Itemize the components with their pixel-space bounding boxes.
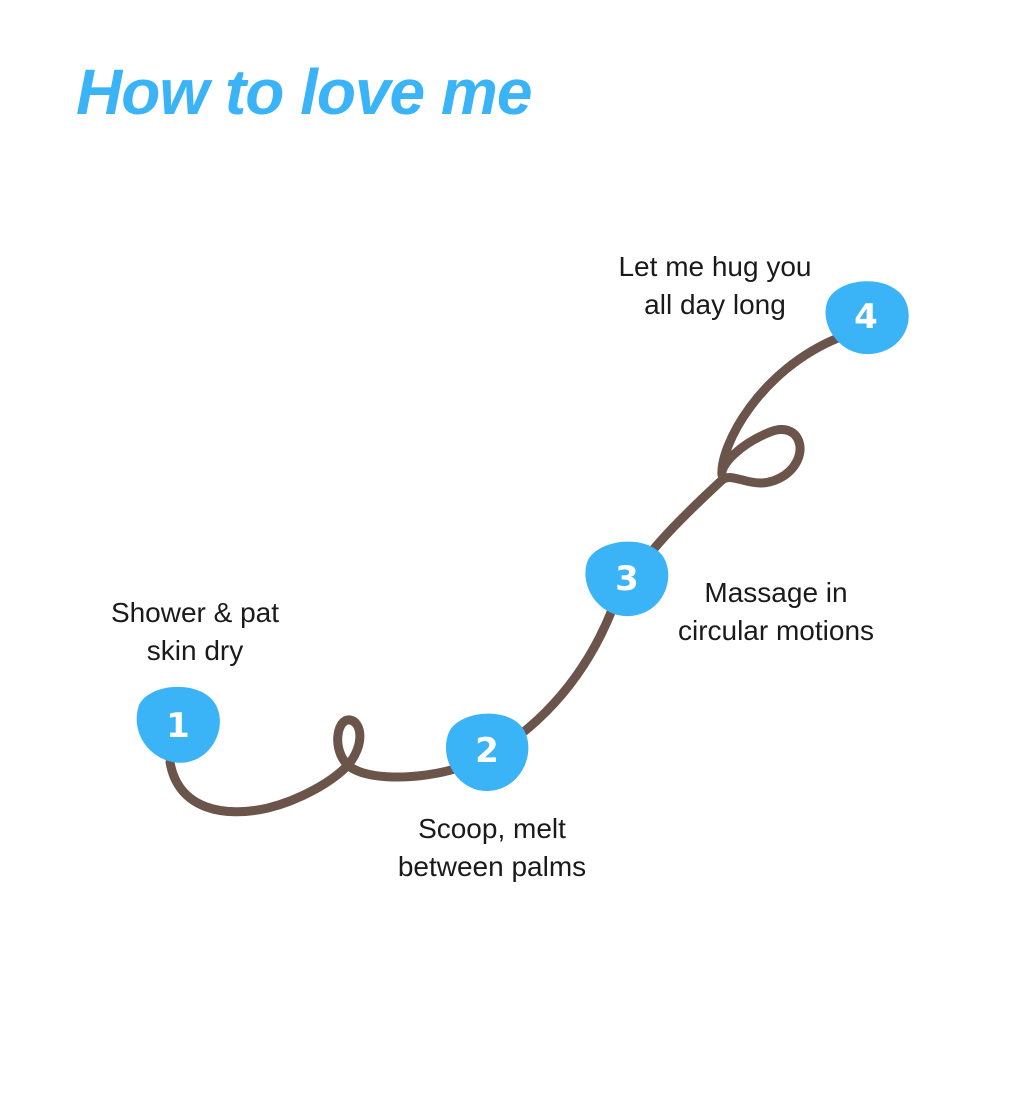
- step-2-marker: 2: [445, 713, 529, 792]
- step-1-label: Shower & pat skin dry: [95, 594, 295, 670]
- step-2-label-line-2: between palms: [397, 851, 587, 882]
- step-4-blob: [825, 281, 909, 355]
- step-2-number: 2: [475, 731, 499, 771]
- step-1-number: 1: [166, 706, 190, 746]
- step-4-marker: 4: [825, 281, 909, 355]
- step-3-label: Massage in circular motions: [656, 574, 896, 650]
- step-4-label-line-1: Let me hug you: [618, 251, 812, 282]
- step-3-label-line-1: Massage in: [704, 577, 848, 608]
- step-4-label-line-2: all day long: [644, 289, 786, 320]
- step-3-marker: 3: [585, 541, 669, 617]
- step-4-number: 4: [854, 297, 878, 337]
- step-2-label-line-1: Scoop, melt: [418, 813, 566, 844]
- step-3-label-line-2: circular motions: [677, 615, 875, 646]
- step-3-blob: [585, 541, 669, 617]
- step-1-blob: [136, 686, 220, 763]
- step-4-label: Let me hug you all day long: [597, 248, 833, 324]
- step-1-label-line-2: skin dry: [146, 635, 244, 666]
- step-2-label: Scoop, melt between palms: [377, 810, 607, 886]
- step-1-marker: 1: [136, 686, 220, 763]
- step-1-label-line-1: Shower & pat: [110, 597, 280, 628]
- page-title: How to love me: [76, 56, 532, 128]
- connector-path: [165, 333, 843, 817]
- step-3-number: 3: [615, 559, 639, 599]
- step-2-blob: [445, 713, 529, 792]
